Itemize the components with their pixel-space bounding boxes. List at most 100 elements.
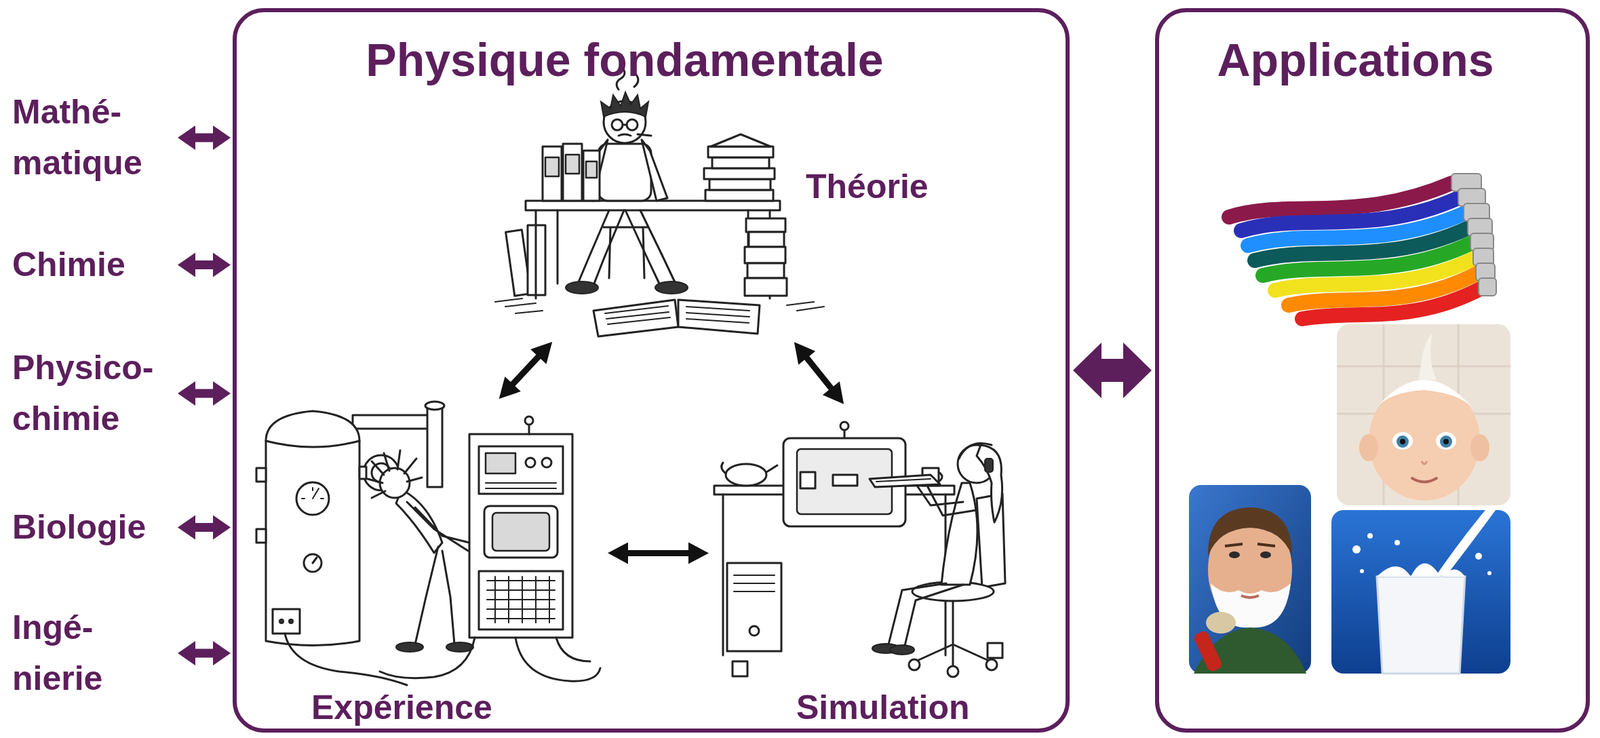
shaving-man-photo-part: [1205, 611, 1236, 634]
milk-photo: [1331, 510, 1511, 674]
simulation-cartoon-part: [938, 472, 943, 482]
theory-cartoon-part: [583, 150, 600, 201]
baby-photo-part: [1418, 333, 1437, 380]
theory-cartoon-part: [709, 179, 771, 190]
shaving-man-photo-part: [1228, 551, 1240, 559]
figure-label: Simulation: [796, 690, 970, 725]
simulation-cartoon-part: [941, 482, 978, 585]
baby-photo-part: [1336, 324, 1511, 506]
theory-cartoon-part: [748, 231, 785, 247]
baby-photo-part: [1443, 438, 1449, 445]
baby-photo-part: [1435, 432, 1457, 450]
theory-cartoon-part: [625, 210, 676, 284]
theory-cartoon-part: [542, 146, 562, 201]
theory-cartoon-part: [586, 161, 597, 178]
theory-cartoon-part: [581, 139, 608, 201]
experiment-cartoon-part: [446, 642, 474, 652]
wide-double-arrow: [1072, 342, 1152, 399]
experiment-cartoon-part: [352, 415, 435, 429]
theory-cartoon-part: [641, 139, 668, 201]
shaving-man-photo-part: [1192, 629, 1223, 673]
theory-cartoon-part: [577, 210, 624, 284]
baby-photo-part: [1359, 434, 1379, 462]
experiment-cartoon-part: [485, 482, 557, 489]
simulation-cartoon-part: [721, 462, 778, 474]
simulation-cartoon-part: [987, 642, 1003, 658]
panel-box: Physique fondamentaleThéorieExpérienceSi…: [232, 8, 1070, 733]
experiment-cartoon-part: [415, 546, 455, 645]
experiment-cartoon-part: [272, 609, 300, 634]
theory-cartoon-part: [747, 263, 785, 279]
theory-cartoon-part: [708, 146, 774, 158]
discipline-name: Ingé- nierie: [12, 602, 174, 705]
discipline-name: Mathé- matique: [12, 86, 174, 189]
experiment-cartoon-part: [367, 450, 422, 498]
baby-photo-part: [1412, 478, 1437, 483]
experiment-cartoon-part: [284, 633, 407, 686]
experiment-cartoon-part: [541, 457, 552, 468]
figure-label: Expérience: [311, 690, 493, 725]
keypad: [486, 576, 555, 623]
experiment-cartoon-part: [279, 619, 284, 624]
double-arrow: [794, 341, 844, 405]
figure-node: Théorie: [479, 86, 946, 338]
discipline-label: Chimie: [12, 239, 174, 291]
theory-cartoon-part: [712, 157, 770, 169]
shaving-man-photo-part: [1224, 543, 1276, 546]
theory-cartoon-part: [603, 227, 648, 279]
experiment-cartoon-part: [484, 505, 558, 558]
theory-cartoon: [495, 67, 825, 337]
theory-cartoon-part: [655, 281, 688, 294]
baby-photo-part: [1336, 324, 1511, 506]
baby-photo-part: [1421, 461, 1428, 464]
simulation-cartoon-part: [984, 458, 993, 473]
theory-cartoon-part: [618, 124, 631, 136]
experiment-cartoon-part: [469, 434, 573, 638]
shaving-man-photo-part: [1260, 551, 1272, 559]
paint-tubes-photo: [1228, 173, 1497, 319]
simulation-cartoon-part: [889, 645, 915, 655]
simulation-cartoon-part: [725, 463, 767, 486]
milk-photo-part: [1429, 510, 1496, 585]
paint-tubes-photo-part: [1302, 287, 1483, 319]
experiment-cartoon-part: [359, 466, 367, 479]
discipline-name: Chimie: [12, 239, 174, 291]
experiment-cartoon-part: [265, 440, 360, 447]
milk-photo-part: [1394, 539, 1400, 546]
experiment-cartoon-part: [524, 416, 534, 425]
theory-cartoon-part: [710, 134, 771, 147]
theory-cartoon-part: [626, 119, 638, 131]
discipline-label: Biologie: [12, 501, 174, 553]
experiment-cartoon-part: [485, 453, 516, 474]
tube-caps: [1451, 173, 1497, 296]
baby-photo-part: [1392, 432, 1413, 450]
simulation-cartoon-part: [916, 485, 977, 516]
baby-photo-part: [1470, 434, 1490, 462]
simulation-cartoon-part: [840, 421, 849, 431]
baby-photo-part: [1376, 379, 1472, 407]
link-arrow: [177, 640, 231, 666]
experiment-cartoon-part: [427, 405, 443, 487]
experiment-cartoon-part: [396, 642, 424, 652]
simulation-cartoon-part: [832, 474, 858, 486]
experiment-cartoon-part: [379, 637, 601, 681]
theory-cartoon-part: [637, 134, 652, 136]
experiment-cartoon-part: [478, 446, 563, 494]
baby-photo: [1336, 324, 1511, 506]
experiment-cartoon-part: [525, 457, 536, 468]
link-arrow: [177, 381, 231, 406]
theory-cartoon-part: [598, 143, 652, 201]
experiment-cartoon-part: [265, 411, 360, 646]
theory-cartoon-part: [705, 189, 774, 201]
theory-cartoon-part: [545, 157, 559, 177]
experiment-cartoon-part: [303, 554, 322, 572]
milk-photo-part: [1352, 545, 1361, 554]
theory-cartoon-part: [562, 143, 582, 201]
baby-photo-part: [1396, 435, 1409, 448]
milk-photo-part: [1475, 552, 1482, 560]
theory-cartoon-part: [744, 278, 787, 296]
shaving-man-photo-part: [1207, 507, 1293, 557]
experiment-cartoon-part: [288, 619, 294, 624]
